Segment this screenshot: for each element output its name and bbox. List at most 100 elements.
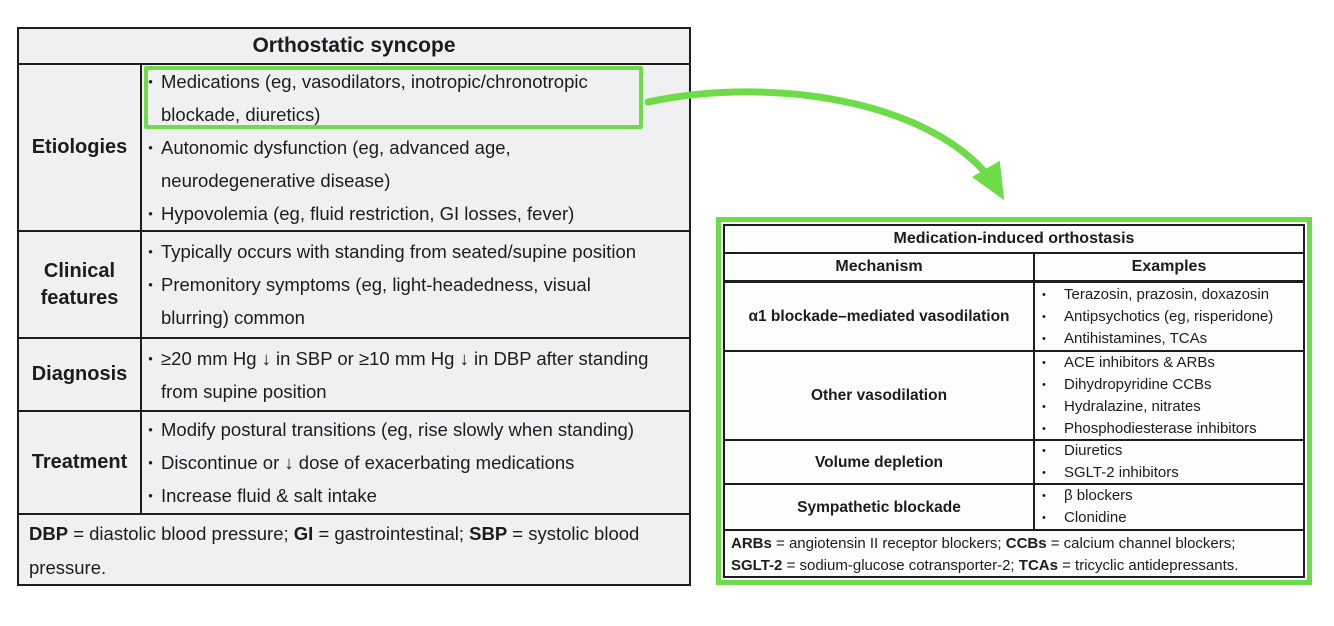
bullet-text: Hydralazine, nitrates	[1064, 397, 1201, 415]
bullet-item: • Terazosin, prazosin, doxazosin	[1042, 284, 1299, 306]
bullet-item: • Discontinue or ↓ dose of exacerbating m…	[142, 446, 685, 479]
bullet-text: Autonomic dysfunction (eg, advanced age,…	[161, 137, 511, 191]
bullet-icon: •	[1042, 512, 1046, 524]
bullet-icon: •	[1042, 288, 1046, 301]
column-header-mechanism: Mechanism	[725, 254, 1035, 280]
bullet-item: • Clonidine	[1042, 507, 1299, 529]
bullet-text: Hypovolemia (eg, fluid restriction, GI l…	[161, 203, 575, 224]
arrow-curve	[644, 88, 1005, 201]
medication-orthostasis-table: Medication-induced orthostasis Mechanism…	[723, 224, 1305, 578]
bullet-icon: •	[1042, 310, 1046, 323]
right-table-header: Mechanism Examples	[725, 254, 1303, 283]
bullet-icon: •	[1042, 356, 1046, 369]
bullet-text: ≥20 mm Hg ↓ in SBP or ≥10 mm Hg ↓ in DBP…	[161, 347, 649, 402]
examples-cell: • Terazosin, prazosin, doxazosin • Antipsyc…	[1035, 283, 1303, 350]
bullet-icon: •	[148, 74, 153, 89]
abbreviation: ARBs	[731, 535, 772, 552]
bullet-item: •β blockers	[1042, 485, 1299, 507]
row-content: • Modify postural transitions (eg, rise s…	[142, 412, 689, 513]
bullet-text: Clonidine	[1064, 509, 1127, 526]
abbreviation: SGLT-2	[731, 557, 783, 574]
bullet-text: SGLT-2 inhibitors	[1064, 464, 1179, 481]
bullet-item: • Antihistamines, TCAs	[1042, 328, 1299, 350]
medication-orthostasis-frame: Medication-induced orthostasis Mechanism…	[716, 217, 1312, 585]
bullet-icon: •	[148, 350, 153, 366]
footnote-text: = angiotensin II receptor blockers;	[771, 535, 1006, 552]
examples-cell: • ACE inhibitors & ARBs •Dihydropyridine C…	[1035, 352, 1303, 439]
bullet-item: • Phosphodiesterase inhibitors	[1042, 418, 1299, 440]
bullet-icon: •	[148, 488, 153, 503]
table-row: α1 blockade–mediated vasodilation • Terazo…	[725, 283, 1303, 352]
table-row: Volume depletion • Diuretics • SGLT-2 inhibi…	[725, 441, 1303, 485]
bullet-item: • ACE inhibitors & ARBs	[1042, 352, 1299, 374]
footnote-text: = tricyclic antidepressants.	[1057, 557, 1239, 574]
row-content: • Typically occurs with standing from sea…	[142, 232, 689, 337]
table-row: Other vasodilation • ACE inhibitors & ARBs…	[725, 352, 1303, 441]
left-table-title: Orthostatic syncope	[19, 29, 689, 65]
mechanism-cell: Sympathetic blockade	[725, 485, 1035, 529]
examples-cell: •β blockers•Clonidine	[1035, 485, 1303, 529]
bullet-text: Discontinue or ↓ dose of exacerbating me…	[161, 452, 575, 473]
bullet-text: Phosphodiesterase inhibitors	[1064, 419, 1257, 437]
bullet-icon: •	[148, 277, 153, 292]
bullet-icon: •	[1042, 467, 1046, 479]
row-label: Clinical features	[19, 232, 142, 337]
bullet-text: Premonitory symptoms (eg, light-headedne…	[161, 274, 591, 328]
bullet-icon: •	[148, 455, 153, 470]
bullet-item: • Typically occurs with standing from sea…	[142, 235, 685, 268]
bullet-text: ACE inhibitors & ARBs	[1064, 353, 1215, 371]
bullet-text: Increase fluid & salt intake	[161, 485, 377, 506]
left-table-body: Etiologies • Medications (eg, vasodilators…	[19, 65, 689, 515]
mechanism-cell: Other vasodilation	[725, 352, 1035, 439]
bullet-item: • Premonitory symptoms (eg, light-headedn…	[142, 268, 685, 334]
bullet-item: • Medications (eg, vasodilators, inotropi…	[142, 65, 685, 131]
bullet-item: • SGLT-2 inhibitors	[1042, 462, 1299, 484]
bullet-icon: •	[148, 244, 153, 259]
bullet-text: Antihistamines, TCAs	[1064, 329, 1208, 347]
row-label: Diagnosis	[19, 339, 142, 410]
bullet-item: •Modify postural transitions (eg, rise s…	[142, 413, 685, 446]
abbreviation: CCBs	[1005, 535, 1047, 552]
table-row: Etiologies • Medications (eg, vasodilators…	[19, 65, 689, 232]
bullet-text: Modify postural transitions (eg, rise sl…	[161, 419, 634, 440]
bullet-text: Typically occurs with standing from seat…	[161, 241, 637, 262]
mechanism-cell: α1 blockade–mediated vasodilation	[725, 283, 1035, 350]
bullet-text: Terazosin, prazosin, doxazosin	[1064, 285, 1270, 303]
row-content: • ≥20 mm Hg ↓ in SBP or ≥10 mm Hg ↓ in DB…	[142, 339, 689, 410]
footnote-text: = systolic blood pressure.	[29, 523, 640, 578]
bullet-item: • Autonomic dysfunction (eg, advanced age…	[142, 131, 685, 197]
bullet-icon: •	[148, 206, 153, 221]
table-row: Treatment•Modify postural transitions (e…	[19, 412, 689, 515]
row-content: • Medications (eg, vasodilators, inotropi…	[142, 65, 689, 230]
bullet-text: Medications (eg, vasodilators, inotropic…	[161, 71, 588, 125]
mechanism-cell: Volume depletion	[725, 441, 1035, 483]
bullet-item: • Hypovolemia (eg, fluid restriction, GI …	[142, 197, 685, 230]
right-table-body: α1 blockade–mediated vasodilation • Terazo…	[725, 283, 1303, 531]
abbreviation: SBP	[469, 523, 508, 544]
examples-cell: • Diuretics • SGLT-2 inhibitors	[1035, 441, 1303, 483]
bullet-text: Antipsychotics (eg, risperidone)	[1064, 307, 1274, 325]
bullet-text: Diuretics	[1064, 442, 1123, 459]
bullet-icon: •	[1042, 422, 1046, 435]
bullet-item: • ≥20 mm Hg ↓ in SBP or ≥10 mm Hg ↓ in DB…	[142, 342, 685, 408]
left-table-footnote: DBP = diastolic blood pressure; GI = gas…	[19, 515, 689, 587]
bullet-icon: •	[1042, 378, 1046, 391]
footnote-text: = sodium-glucose cotransporter-2;	[782, 557, 1019, 574]
table-row: Diagnosis • ≥20 mm Hg ↓ in SBP or ≥10 mm H…	[19, 339, 689, 412]
orthostatic-syncope-table: Orthostatic syncope Etiologies • Medicatio…	[17, 27, 691, 586]
right-table-title: Medication-induced orthostasis	[725, 226, 1303, 254]
footnote-text: = diastolic blood pressure;	[68, 523, 294, 544]
bullet-icon: •	[148, 140, 153, 155]
bullet-item: •Hydralazine, nitrates	[1042, 396, 1299, 418]
column-header-examples: Examples	[1131, 258, 1207, 275]
bullet-icon: •	[1042, 490, 1046, 502]
bullet-item: •Dihydropyridine CCBs	[1042, 374, 1299, 396]
footnote-text: = gastrointestinal;	[313, 523, 470, 544]
footnote-text: = calcium channel blockers;	[1050, 535, 1236, 552]
row-label: Etiologies	[19, 65, 142, 230]
table-row: Clinical features • Typically occurs with …	[19, 232, 689, 339]
bullet-icon: •	[1042, 445, 1046, 457]
table-row: Sympathetic blockade•β blockers•Clonidin…	[725, 485, 1303, 531]
bullet-icon: •	[1042, 332, 1046, 345]
